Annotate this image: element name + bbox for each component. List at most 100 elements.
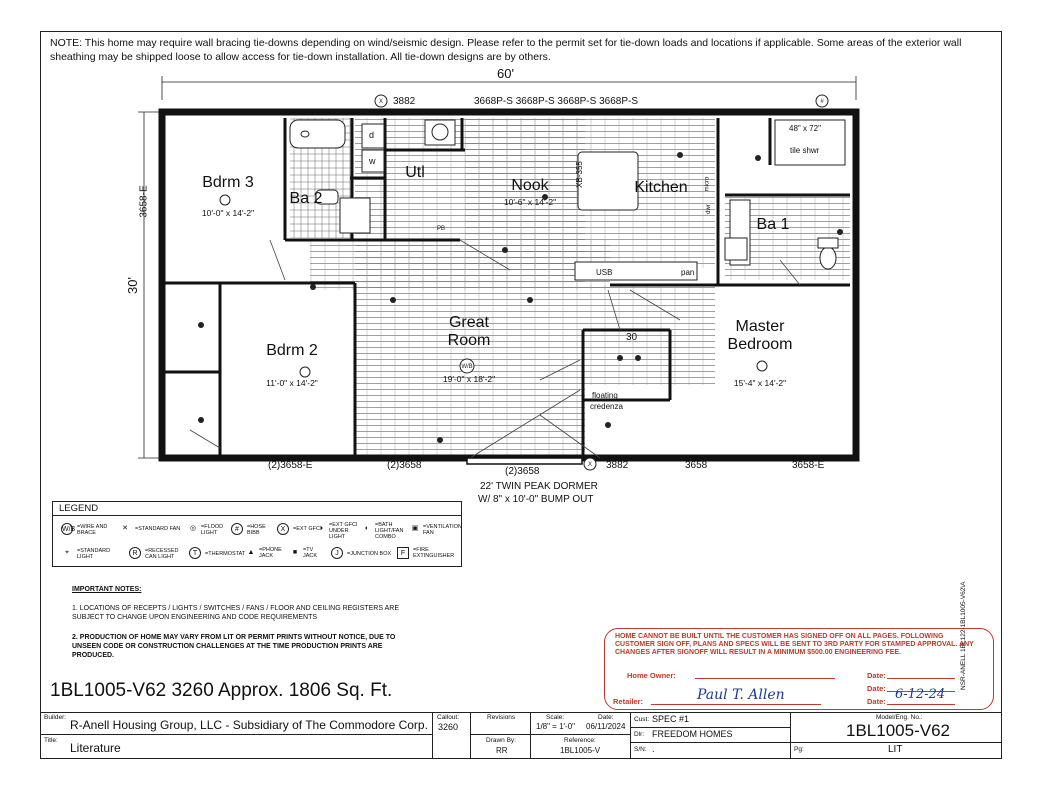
title-block xyxy=(40,712,1002,759)
drawn-by-label: Drawn By: xyxy=(486,737,516,744)
usb-label: USB xyxy=(596,268,613,277)
title-block-divider xyxy=(630,712,631,759)
wire-brace-glyph: W/B xyxy=(461,364,472,370)
room-bdrm-2: Bdrm 2 11'-0" x 14'-2" xyxy=(266,342,318,388)
title-block-divider xyxy=(470,734,630,735)
interior-walls xyxy=(165,118,850,458)
ext-gfci-glyph: X xyxy=(379,99,383,105)
washer-label: w xyxy=(369,156,376,166)
stamp-text: HOME CANNOT BE BUILT UNTIL THE CUSTOMER … xyxy=(615,633,974,656)
dishwasher-label: dwr xyxy=(705,204,712,214)
light-icon xyxy=(219,194,231,206)
island-label: XB-355 xyxy=(574,161,584,188)
date-label: Date: xyxy=(867,671,886,680)
sn-value: . xyxy=(652,744,655,754)
date-line xyxy=(887,691,955,692)
scale-value: 1/8" = 1'-0" xyxy=(536,722,576,731)
light-icon xyxy=(756,360,768,372)
home-owner-line xyxy=(695,678,835,679)
hose-bibb-icon: # xyxy=(231,523,243,535)
fan-icon: ✕ xyxy=(122,525,128,532)
page-value: LIT xyxy=(888,744,903,755)
dimension-width xyxy=(161,76,857,100)
overall-depth-label: 30' xyxy=(124,277,140,294)
drawn-by-value: RR xyxy=(496,746,508,755)
fire-extinguisher-icon: F xyxy=(397,547,409,559)
pantry-label: pan xyxy=(681,268,695,277)
date-label: Date: xyxy=(867,697,886,706)
reference-label: Reference: xyxy=(564,737,596,744)
dormer-note: W/ 8" x 10'-0" BUMP OUT xyxy=(478,494,594,505)
bump-out xyxy=(466,457,583,465)
room-nook: Nook 10'-6" x 14'-2" xyxy=(503,177,557,207)
window-label-bottom: 3658 xyxy=(685,460,708,471)
credenza-label: credenza xyxy=(590,402,623,411)
title-block-divider xyxy=(790,712,791,759)
credenza-label: floating xyxy=(592,391,618,400)
dimension-depth xyxy=(138,111,162,459)
tie-down-note: NOTE: This home may require wall bracing… xyxy=(50,37,962,63)
light-icon xyxy=(299,366,311,378)
title-block-divider xyxy=(40,734,432,735)
cust-label: Cust: xyxy=(634,716,650,723)
cust-value: SPEC #1 xyxy=(652,714,690,724)
overall-width-label: 60' xyxy=(497,66,514,81)
retailer-label: Retailer: xyxy=(613,697,644,706)
window-label-bottom: (2)3658 xyxy=(505,466,540,477)
revisions-label: Revisions xyxy=(487,714,516,721)
legend: LEGEND W/B =WIRE AND BRACE ✕ =STANDARD F… xyxy=(52,501,462,567)
title-block-divider xyxy=(630,727,790,728)
dryer-label: d xyxy=(369,130,375,140)
shower-size: 48" x 72" xyxy=(789,124,821,133)
model-number-label: Model/Eng. No.: xyxy=(876,714,923,721)
important-notes-title: IMPORTANT NOTES: xyxy=(72,586,142,593)
room-bdrm-3: Bdrm 3 10'-0" x 14'-2" xyxy=(201,174,255,218)
bath-fan-combo-icon: ◐ xyxy=(364,525,370,532)
room-ba-2: Ba 2 xyxy=(289,190,323,207)
ext-gfci-icon: X xyxy=(277,523,289,535)
wire-brace-icon: W/B xyxy=(61,523,75,535)
retailer-line xyxy=(651,704,821,705)
ventilation-fan-icon: ▣ xyxy=(411,525,419,532)
ext-gfci-glyph: X xyxy=(588,462,592,468)
dormer-note: 22' TWIN PEAK DORMER xyxy=(480,481,598,492)
window-label-left: 3658-E xyxy=(138,185,150,218)
title-block-divider xyxy=(432,712,433,759)
reference-value: 1BL1005-V xyxy=(560,746,601,755)
closet-dimension: 30 xyxy=(626,332,638,343)
microwave-label: micro xyxy=(704,176,711,192)
important-note-1: 1. LOCATIONS OF RECEPTS / LIGHTS / SWITC… xyxy=(72,605,399,621)
builder-label: Builder: xyxy=(44,714,67,721)
home-owner-label: Home Owner: xyxy=(627,671,676,680)
window-label-bottom: (2)3658-E xyxy=(268,460,313,471)
side-reference-text: NSR-ANELL 1BL122-1BL1005-V62\A xyxy=(960,581,967,690)
window-label-top-left: 3882 xyxy=(393,96,416,107)
date-line xyxy=(887,704,955,705)
date-label: Date: xyxy=(598,714,614,721)
tv-jack-icon: ■ xyxy=(292,549,298,556)
outlet-dots xyxy=(198,152,843,443)
ext-gfci-icon xyxy=(374,94,388,108)
date-label: Date: xyxy=(867,684,886,693)
title-block-divider xyxy=(470,712,471,759)
flood-light-icon: ◎ xyxy=(189,525,197,532)
door-swings xyxy=(189,239,801,459)
ext-gfci-icon xyxy=(583,457,597,471)
date-line xyxy=(887,678,955,679)
title-label: Title: xyxy=(44,737,58,744)
date-value: 06/11/2024 xyxy=(586,722,626,731)
wire-brace-icon xyxy=(459,358,475,374)
dealer-label: Dlr: xyxy=(634,731,645,738)
window-label-bottom: 3658-E xyxy=(792,460,825,471)
title-block-divider xyxy=(530,712,531,759)
builder-value: R-Anell Housing Group, LLC - Subsidiary … xyxy=(70,718,428,732)
room-ba-1: Ba 1 xyxy=(756,216,790,233)
room-great-room: Great Room 19'-0" x 18'-2" xyxy=(442,314,496,384)
signed-date: 6-12-24 xyxy=(895,687,946,702)
dealer-value: FREEDOM HOMES xyxy=(652,729,733,739)
model-number-value: 1BL1005-V62 xyxy=(846,721,950,740)
important-note-2: 2. PRODUCTION OF HOME MAY VARY FROM LIT … xyxy=(72,634,396,659)
room-utility: Utl xyxy=(405,164,425,181)
title-value: Literature xyxy=(70,741,121,755)
